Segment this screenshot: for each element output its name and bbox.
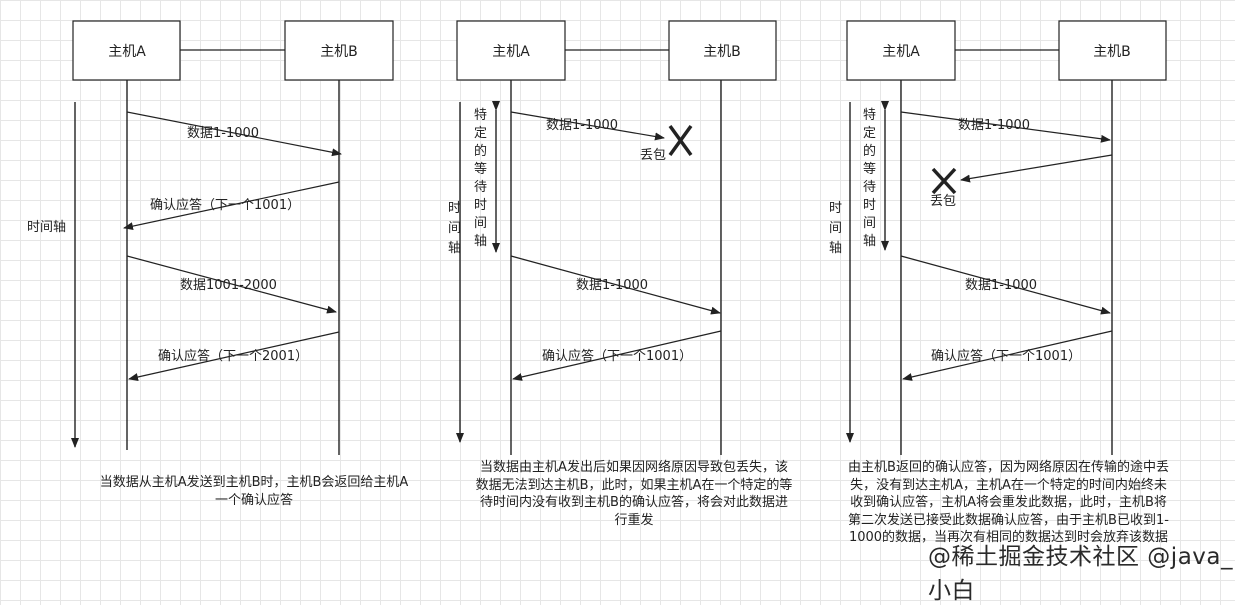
lost-ack-arrow [960, 154, 1113, 183]
message-label: 数据1-1000 [958, 118, 1030, 133]
host-a-label: 主机A [492, 44, 530, 60]
watermark: @稀土掘金技术社区 @java_小白 [928, 544, 1234, 604]
panel-3: 主机A 主机B 时 间 轴 特 定 的 等 待 时 间 轴 数据1-1000 [829, 20, 1167, 455]
panel-1: 主机A 主机B 时间轴 数据1-1000 确认应答（下一个1001） 数据100… [27, 20, 394, 455]
wait-interval-label: 轴 [863, 234, 876, 249]
host-b-box [1058, 20, 1167, 81]
message-arrow [900, 255, 1111, 315]
wait-interval-label: 待 [474, 180, 487, 195]
panel-2: 主机A 主机B 时 间 轴 特 定 的 等 待 时 间 轴 数据1-1000 [448, 20, 777, 455]
message-label: 确认应答（下一个1001） [150, 197, 300, 213]
host-a-box [456, 20, 566, 81]
lost-packet-label: 丢包 [640, 148, 666, 163]
time-axis-label: 间 [829, 221, 842, 236]
message-label: 数据1-1000 [965, 278, 1037, 293]
lost-packet-icon [668, 124, 693, 157]
lost-packet-label: 丢包 [930, 194, 956, 209]
wait-interval-label: 待 [863, 180, 876, 195]
time-axis-label: 时 [448, 201, 461, 216]
time-axis-label: 时间轴 [27, 220, 66, 235]
message-label: 数据1-1000 [576, 278, 648, 293]
wait-interval-label: 定 [863, 126, 876, 141]
time-axis-label: 时 间 轴 [448, 201, 461, 256]
wait-interval-label: 时 [474, 198, 487, 213]
time-axis-label: 时 [829, 201, 842, 216]
wait-interval-label: 定 [474, 126, 487, 141]
host-a-label: 主机A [882, 44, 920, 60]
wait-interval-label: 特 [863, 108, 876, 123]
message-arrow [126, 111, 342, 157]
message-arrow [512, 330, 722, 381]
wait-interval-label: 间 [863, 216, 876, 231]
message-arrow [902, 330, 1113, 381]
panel-2-caption: 当数据由主机A发出后如果因网络原因导致包丢失，该数据无法到达主机B，此时，如果主… [475, 460, 793, 528]
wait-interval-label: 的 [474, 143, 487, 159]
time-axis-label: 轴 [448, 241, 461, 256]
message-label: 数据1001-2000 [180, 278, 277, 293]
tcp-ack-diagram: 主机A 主机B 时间轴 数据1-1000 确认应答（下一个1001） 数据100… [27, 20, 1167, 455]
message-label: 数据1-1000 [546, 118, 618, 133]
message-arrow [123, 181, 340, 231]
host-b-label: 主机B [1093, 44, 1131, 60]
message-arrow [510, 255, 721, 315]
time-axis-label: 轴 [829, 241, 842, 256]
wait-interval-label: 间 [474, 216, 487, 231]
host-a-label: 主机A [108, 44, 146, 60]
wait-interval-label: 特 定 的 等 待 时 间 轴 [474, 108, 487, 249]
message-label: 数据1-1000 [187, 126, 259, 141]
wait-interval-label: 时 [863, 198, 876, 213]
time-axis-label: 时 间 轴 [829, 201, 842, 256]
message-label: 确认应答（下一个1001） [542, 348, 692, 364]
message-label: 确认应答（下一个1001） [931, 348, 1081, 364]
message-label: 确认应答（下一个2001） [158, 348, 308, 364]
host-a-box [846, 20, 956, 81]
wait-interval-label: 等 [474, 161, 487, 177]
wait-interval-label: 轴 [474, 234, 487, 249]
host-b-label: 主机B [320, 44, 358, 60]
panel-1-caption: 当数据从主机A发送到主机B时，主机B会返回给主机A一个确认应答 [99, 475, 409, 508]
message-arrow [900, 111, 1111, 143]
host-a-box [72, 20, 181, 81]
lost-message-arrow [510, 111, 665, 141]
wait-interval-label: 等 [863, 161, 876, 177]
host-b-box [668, 20, 777, 81]
wait-interval-label: 的 [863, 143, 876, 159]
time-axis-label: 间 [448, 221, 461, 236]
host-b-label: 主机B [703, 44, 741, 60]
panel-3-caption: 由主机B返回的确认应答，因为网络原因在传输的途中丢失，没有到达主机A，主机A在一… [848, 460, 1169, 545]
message-arrow [128, 331, 340, 381]
wait-interval-label: 特 定 的 等 待 时 间 轴 [863, 108, 876, 249]
message-arrow [126, 255, 337, 314]
lost-packet-icon [931, 167, 957, 195]
wait-interval-label: 特 [474, 108, 487, 123]
